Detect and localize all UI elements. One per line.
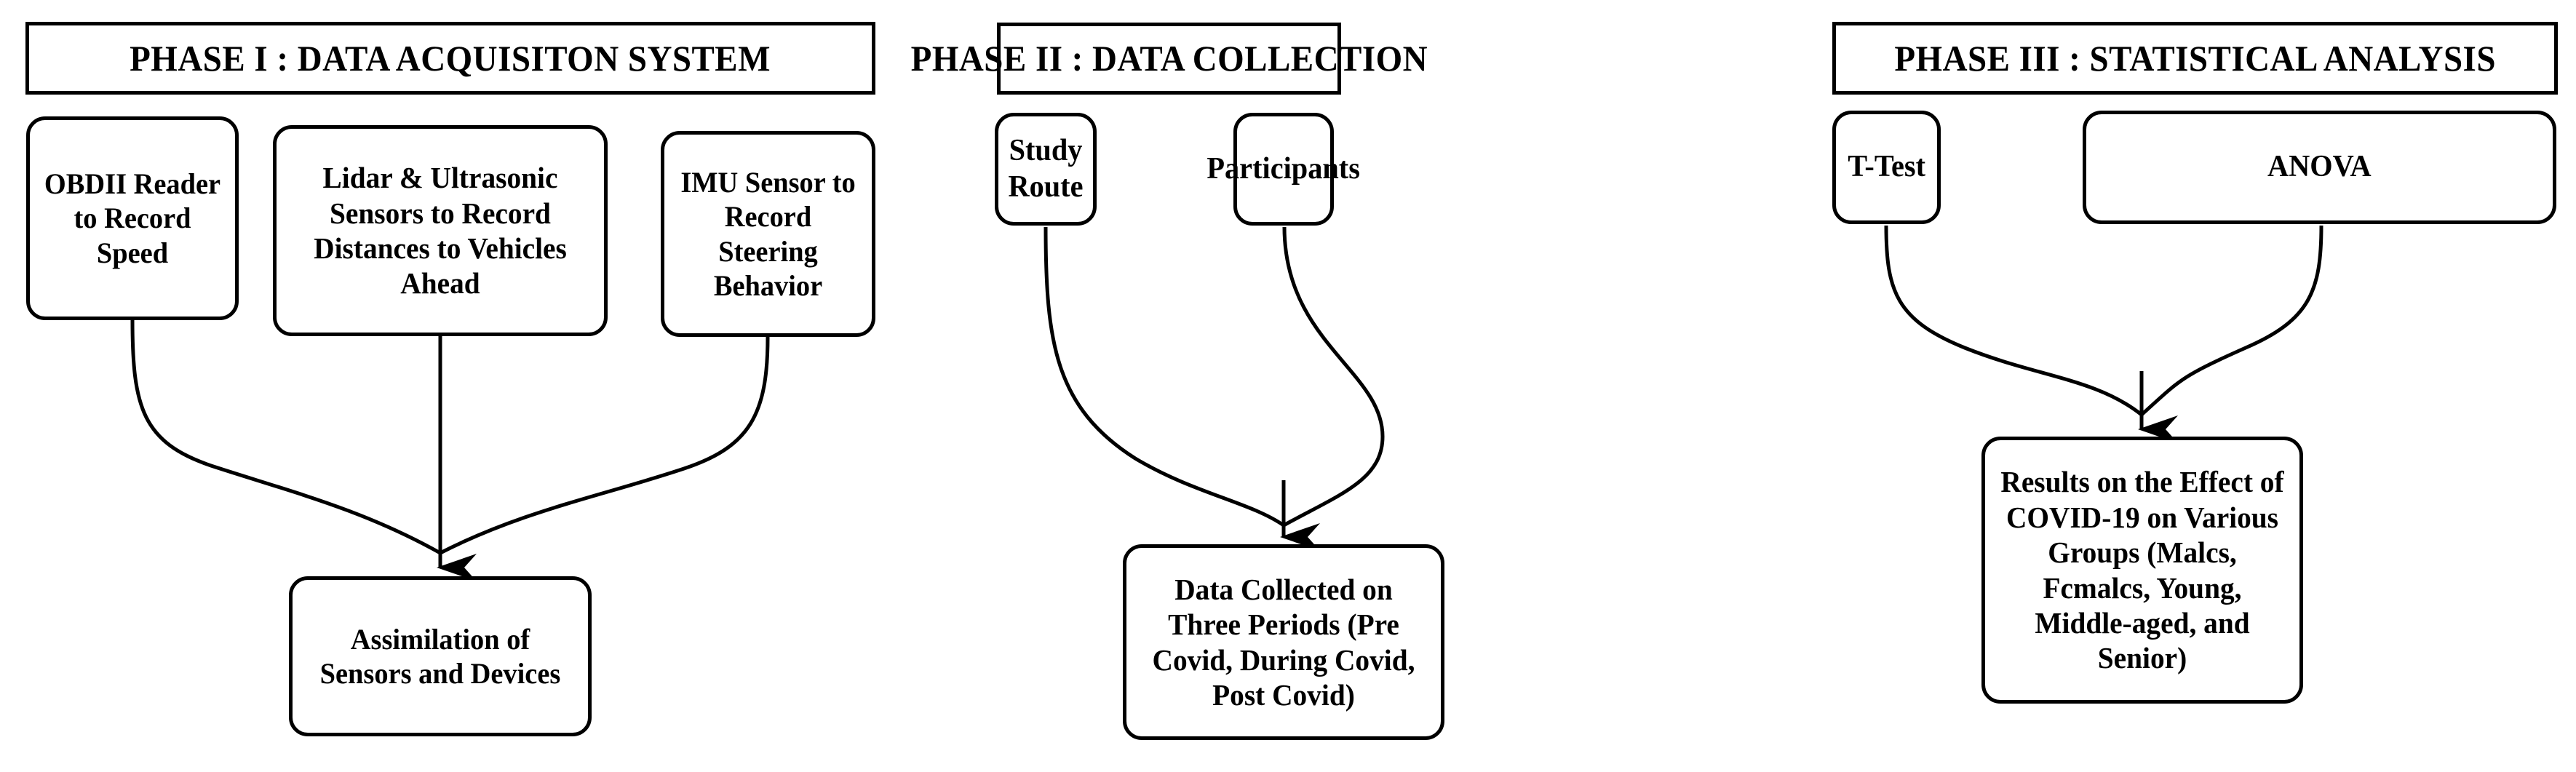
node-lidar[interactable]: Lidar & Ultrasonic Sensors to Record Dis… bbox=[273, 125, 608, 336]
phase-2-header: PHASE II : DATA COLLECTION bbox=[910, 23, 1427, 95]
node-t-test-label: T-Test bbox=[1848, 150, 1925, 184]
phase-3-header-label: PHASE III : STATISTICAL ANALYSIS bbox=[1894, 37, 2496, 79]
edge-t-test-to-results bbox=[1884, 225, 2143, 416]
phase-1-header-label: PHASE I : DATA ACQUISITON SYSTEM bbox=[130, 37, 771, 79]
node-results-label: Results on the Effect of COVID-19 on Var… bbox=[2000, 465, 2284, 675]
node-results[interactable]: Results on the Effect of COVID-19 on Var… bbox=[1981, 437, 2303, 704]
node-study-route-label: Study Route bbox=[1008, 133, 1084, 204]
edge-participants-to-data-collected bbox=[1282, 226, 1385, 528]
node-participants-label: Participants bbox=[1206, 151, 1361, 186]
phase-3-header: PHASE III : STATISTICAL ANALYSIS bbox=[1832, 22, 2558, 95]
node-lidar-label: Lidar & Ultrasonic Sensors to Record Dis… bbox=[314, 161, 567, 301]
node-anova[interactable]: ANOVA bbox=[2083, 111, 2556, 224]
node-study-route[interactable]: Study Route bbox=[995, 113, 1097, 226]
edge-anova-to-results bbox=[2140, 225, 2323, 416]
phase-1-header: PHASE I : DATA ACQUISITON SYSTEM bbox=[25, 22, 875, 95]
node-participants[interactable]: Participants bbox=[1207, 113, 1360, 226]
node-imu-label: IMU Sensor to Record Steering Behavior bbox=[680, 166, 856, 302]
node-assimilation[interactable]: Assimilation of Sensors and Devices bbox=[289, 576, 592, 736]
node-obdii-label: OBDII Reader to Record Speed bbox=[44, 167, 221, 269]
node-data-collected-label: Data Collected on Three Periods (Pre Cov… bbox=[1152, 572, 1415, 712]
node-t-test[interactable]: T-Test bbox=[1832, 111, 1941, 224]
node-obdii[interactable]: OBDII Reader to Record Speed bbox=[26, 116, 239, 320]
edge-obdii-to-assimilation bbox=[130, 319, 442, 555]
edge-imu-to-assimilation bbox=[439, 336, 770, 555]
phase-2-header-label: PHASE II : DATA COLLECTION bbox=[910, 38, 1428, 79]
node-assimilation-label: Assimilation of Sensors and Devices bbox=[319, 622, 561, 690]
node-data-collected[interactable]: Data Collected on Three Periods (Pre Cov… bbox=[1123, 544, 1444, 740]
edge-study-route-to-data-collected bbox=[1043, 226, 1285, 528]
node-imu[interactable]: IMU Sensor to Record Steering Behavior bbox=[661, 131, 875, 337]
node-anova-label: ANOVA bbox=[2267, 150, 2372, 184]
